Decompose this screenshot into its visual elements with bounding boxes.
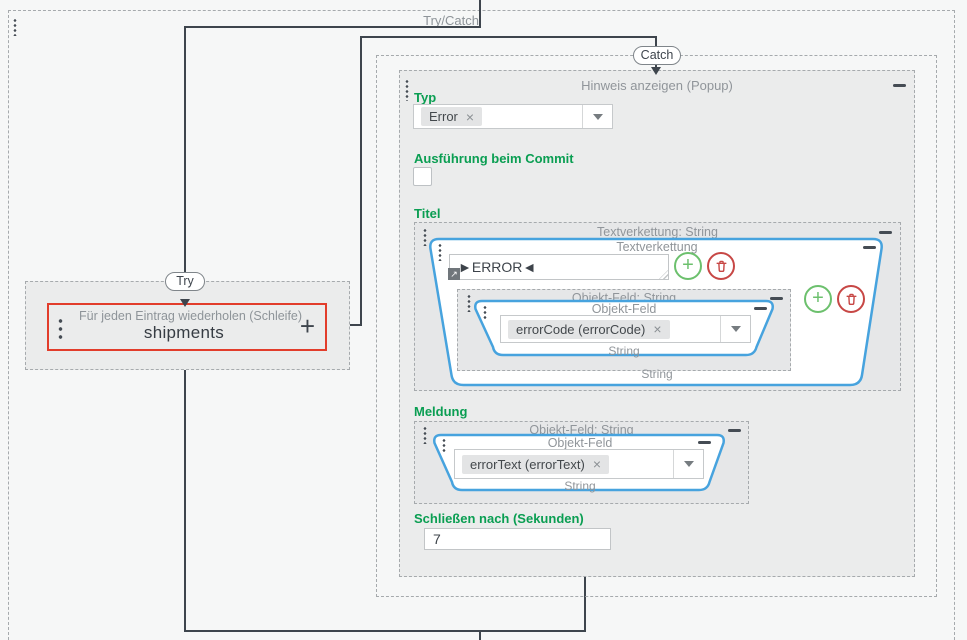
result-type-label: String [641,367,673,381]
connector-line [184,630,586,632]
connector-line [348,324,362,326]
drag-handle-icon[interactable] [483,305,487,319]
typ-label: Typ [414,90,437,105]
expand-editor-icon[interactable]: ↗ [448,268,460,280]
connector-line [655,36,657,47]
delete-expression-button[interactable] [837,285,865,313]
loop-block-title: shipments [143,323,225,342]
commit-label: Ausführung beim Commit [414,151,574,166]
chevron-down-icon [683,461,694,467]
field-chip: errorCode (errorCode) × [508,319,670,339]
collapse-button[interactable] [770,297,783,300]
meldung-expression-panel: Objekt-Feld: String Objekt-Feld errorTex… [414,421,749,504]
expression-panel-title: Textverkettung: String [597,225,718,239]
collapse-button[interactable] [754,307,767,310]
expression-title: Objekt-Feld [547,436,613,450]
connector-line [184,26,481,28]
trash-icon [845,293,857,305]
loop-block-subtitle: Für jeden Eintrag wiederholen (Schleife) [79,309,303,323]
collapse-button[interactable] [879,231,892,234]
commit-checkbox[interactable] [413,167,432,186]
meldung-label: Meldung [414,404,468,419]
drag-handle-icon[interactable] [423,228,427,246]
typ-chip: Error × [421,107,483,126]
loop-block[interactable]: Für jeden Eintrag wiederholen (Schleife)… [47,303,327,351]
typ-select[interactable]: Error × [413,104,613,129]
add-step-button[interactable]: + [299,311,315,341]
field-select[interactable]: errorText (errorText) × [454,449,704,479]
try-branch-container: Für jeden Eintrag wiederholen (Schleife)… [25,281,350,370]
typ-chip-label: Error [429,109,458,124]
delete-expression-button[interactable] [707,252,735,280]
collapse-button[interactable] [863,246,876,249]
try-branch-pill: Try [165,272,205,291]
plus-icon: + [682,254,694,276]
titel-label: Titel [414,206,441,221]
close-after-label: Schließen nach (Sekunden) [414,511,584,526]
drag-handle-icon[interactable] [58,317,63,339]
connector-line [184,26,186,273]
dropdown-toggle[interactable] [673,450,703,478]
result-type-label: String [564,479,596,493]
collapse-button[interactable] [698,441,711,444]
resize-grip-icon[interactable] [659,270,668,279]
close-after-input[interactable] [424,528,611,550]
result-type-label: String [608,344,640,358]
remove-chip-icon[interactable]: × [592,456,602,472]
drag-handle-icon[interactable] [13,18,17,36]
connector-line [184,350,186,632]
add-expression-button[interactable]: + [674,252,702,280]
expression-panel-title: Objekt-Feld: String [529,423,634,437]
add-expression-button[interactable]: + [804,285,832,313]
chevron-down-icon [730,326,741,332]
connector-line [655,62,657,69]
popup-activity-title: Hinweis anzeigen (Popup) [581,78,733,93]
connector-line [479,0,481,28]
connector-line [479,630,481,640]
drag-handle-icon[interactable] [442,438,446,452]
field-chip: errorText (errorText) × [462,454,610,474]
chevron-down-icon [592,113,603,120]
try-catch-container: Try/Catch [8,10,955,640]
drag-handle-icon[interactable] [467,294,471,312]
arrowhead-icon [180,299,190,307]
connector-line [360,36,362,326]
connector-line [584,577,586,632]
text-value-input[interactable] [449,254,669,280]
arrowhead-icon [651,67,661,75]
drag-handle-icon[interactable] [405,79,409,101]
remove-chip-icon[interactable]: × [653,321,662,337]
field-chip-label: errorText (errorText) [470,456,585,472]
try-catch-label: Try/Catch [423,13,479,28]
connector-line [360,36,657,38]
dropdown-toggle[interactable] [582,105,612,128]
field-select[interactable]: errorCode (errorCode) × [500,315,751,343]
field-chip-label: errorCode (errorCode) [516,321,646,337]
expression-title: Textverkettung [616,240,698,254]
titel-expression-panel: Textverkettung: String Textverkettung ↗ … [414,222,901,391]
expression-title: Objekt-Feld [591,302,657,316]
catch-branch-pill: Catch [633,46,681,65]
collapse-button[interactable] [893,84,906,87]
remove-chip-icon[interactable]: × [465,108,475,125]
drag-handle-icon[interactable] [423,426,427,444]
objekt-feld-expression-panel: Objekt-Feld: String Objekt-Feld errorCod… [457,289,791,371]
collapse-button[interactable] [728,429,741,432]
trash-icon [715,260,727,272]
drag-handle-icon[interactable] [438,243,442,261]
dropdown-toggle[interactable] [720,316,750,342]
plus-icon: + [812,287,824,309]
popup-activity-panel: Hinweis anzeigen (Popup) Typ Error × Aus… [399,70,915,577]
